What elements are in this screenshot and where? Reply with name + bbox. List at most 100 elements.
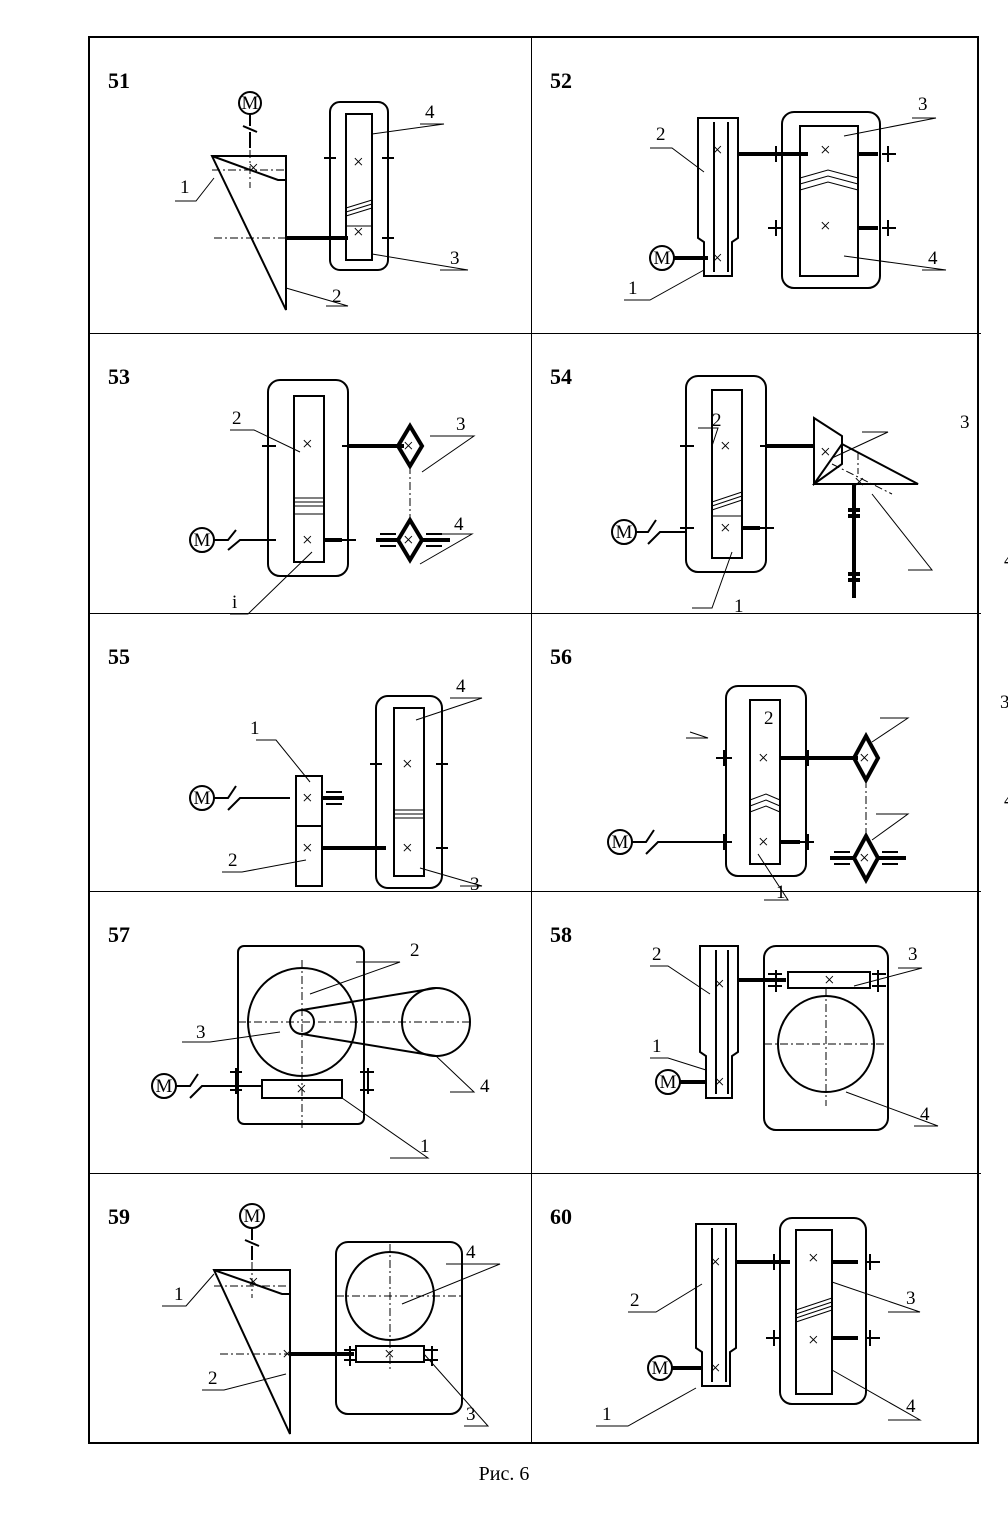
label-2: 2 (656, 124, 666, 145)
spur-gearbox: × × (370, 695, 448, 889)
spur-gearbox: × × (262, 379, 356, 577)
scheme-58-drawing: × × M × 2 (650, 944, 939, 1131)
scheme-57-drawing: × M 2 3 1 4 (151, 940, 490, 1159)
coupling (242, 114, 258, 148)
spur-gearbox: × × (766, 1217, 880, 1405)
label-2: 2 (712, 410, 722, 431)
svg-text:×: × (302, 838, 313, 859)
label-1: 1 (776, 882, 786, 903)
label-4: 4 (920, 1104, 930, 1125)
label-2: 2 (630, 1290, 640, 1311)
label-4: 4 (480, 1076, 490, 1097)
label-4: 4 (425, 102, 435, 123)
svg-text:×: × (710, 1358, 721, 1379)
label-2: 2 (232, 408, 242, 429)
svg-text:×: × (820, 140, 831, 161)
worm-gearbox: × (763, 945, 889, 1131)
svg-text:×: × (720, 436, 731, 457)
svg-text:×: × (403, 436, 414, 457)
svg-text:M: M (194, 788, 211, 809)
figure-caption: Рис. 6 (478, 1463, 530, 1485)
scheme-52-drawing: × × M × × (624, 94, 947, 301)
shafts (324, 444, 404, 542)
label-3: 3 (456, 414, 466, 435)
scheme-57: 57 × M (90, 892, 532, 1174)
label-1: 1 (174, 1284, 184, 1305)
gear-pair-1-2: × × (295, 775, 344, 887)
svg-text:×: × (353, 222, 364, 243)
label-3: 3 (918, 94, 928, 115)
leader-lines (686, 717, 910, 901)
svg-text:×: × (820, 216, 831, 237)
label-2: 2 (410, 940, 420, 961)
svg-text:×: × (720, 518, 731, 539)
leader-lines (182, 961, 476, 1159)
spur-gearbox: × × (680, 375, 774, 573)
svg-text:×: × (710, 1252, 721, 1273)
scheme-number: 54 (550, 364, 572, 389)
label-4: 4 (454, 514, 464, 535)
svg-text:×: × (248, 158, 259, 179)
scheme-number: 57 (108, 922, 130, 947)
svg-text:×: × (758, 832, 769, 853)
belt-drive: × × (695, 1223, 737, 1387)
svg-text:×: × (824, 970, 835, 991)
spur-gearbox: × × (768, 111, 896, 289)
scheme-52: 52 × × M × × (532, 38, 981, 334)
scheme-55: 55 M × × × × (90, 614, 532, 895)
label-3: 3 (196, 1022, 206, 1043)
label-2: 2 (652, 944, 662, 965)
label-3: 3 (470, 874, 480, 895)
scheme-60-drawing: × × M × × (596, 1217, 922, 1427)
bevel-gear-4: × (812, 442, 919, 495)
scheme-56: 56 M × × × × (532, 614, 1008, 903)
svg-text:M: M (652, 1358, 669, 1379)
label-4: 4 (466, 1242, 476, 1263)
svg-text:×: × (854, 472, 865, 493)
worm-gearbox: × (230, 945, 470, 1128)
bevel-gear-2 (210, 155, 348, 311)
svg-text:×: × (302, 530, 313, 551)
svg-text:×: × (282, 1344, 293, 1365)
svg-text:M: M (194, 530, 211, 551)
svg-text:×: × (808, 1248, 819, 1269)
label-1: 1 (180, 177, 190, 198)
shafts (780, 756, 858, 844)
svg-text:M: M (244, 1206, 261, 1227)
svg-text:M: M (616, 522, 633, 543)
leader-lines (175, 123, 469, 307)
svg-text:×: × (353, 152, 364, 173)
label-1: 1 (250, 718, 260, 739)
shafts (680, 978, 786, 1084)
motor-icon: M (611, 519, 637, 545)
svg-text:M: M (612, 832, 629, 853)
bevel-gear-3: × (813, 416, 843, 486)
scheme-number: 58 (550, 922, 572, 947)
worm-gearbox: × (335, 1241, 463, 1415)
svg-text:M: M (654, 248, 671, 269)
svg-text:×: × (808, 1330, 819, 1351)
svg-text:×: × (302, 434, 313, 455)
svg-text:×: × (714, 974, 725, 995)
scheme-51-drawing: M × × × (175, 91, 469, 311)
label-2: 2 (332, 286, 342, 307)
motor-icon: M (607, 829, 633, 855)
scheme-number: 53 (108, 364, 130, 389)
label-1: 1 (734, 596, 744, 617)
scheme-59-drawing: M × × × (162, 1203, 501, 1435)
scheme-59: 59 M × × × (90, 1174, 532, 1444)
label-2: 2 (764, 708, 774, 729)
leader-lines (162, 1263, 501, 1427)
svg-text:M: M (156, 1076, 173, 1097)
spur-gearbox: × × (324, 101, 394, 271)
shafts (742, 444, 814, 530)
leader-lines (230, 429, 476, 615)
svg-text:×: × (714, 1072, 725, 1093)
label-1: 1 (652, 1036, 662, 1057)
svg-text:×: × (758, 748, 769, 769)
coupling (632, 829, 718, 855)
scheme-54-drawing: M × × × × (611, 375, 1008, 617)
motor-icon: M (151, 1073, 177, 1099)
coupling (244, 1228, 260, 1260)
leader-lines (596, 1281, 922, 1427)
